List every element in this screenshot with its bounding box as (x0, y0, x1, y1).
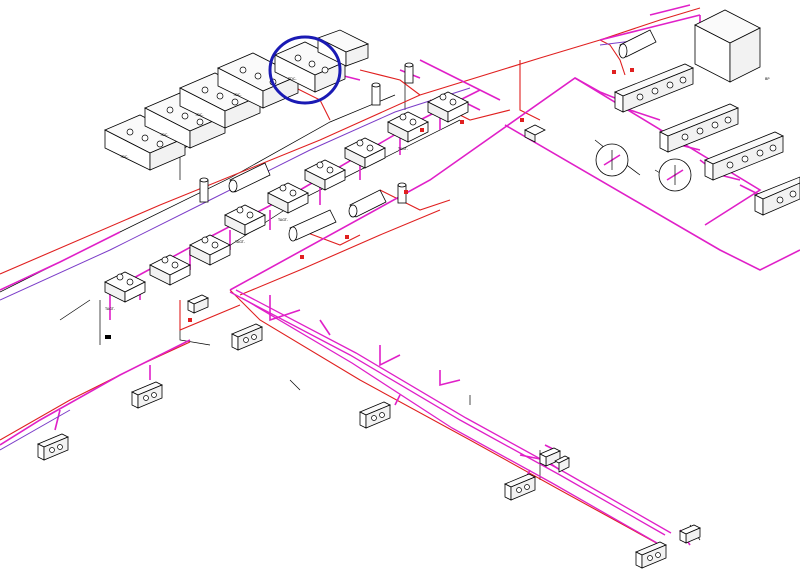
chiller-skid (149, 254, 191, 286)
horizontal-tank (348, 189, 387, 218)
valve-icon (460, 120, 464, 124)
pump-tag: TAGT- (234, 240, 246, 244)
valve-icon (520, 118, 524, 122)
cooling-tower-unit: TDC- (274, 41, 346, 93)
pump-tag: TAGT- (397, 147, 409, 151)
valve-icon (404, 190, 408, 194)
tower-tag: TDC- (159, 133, 169, 137)
horizontal-tank (618, 29, 657, 59)
chiller-skid-row: TAGT- TAGT- TAGT- (104, 91, 469, 311)
vessels (199, 29, 657, 242)
small-unit (554, 455, 570, 473)
valve-icon (420, 128, 424, 132)
cooling-tower-unit: TDC- (179, 72, 261, 129)
pump-tag: TAGT- (277, 218, 289, 222)
fan-coil-unit (635, 541, 667, 569)
tower-tag: TDC- (287, 77, 297, 81)
valve-icon (105, 335, 111, 339)
chiller-skid: TAGT- (267, 182, 309, 222)
chiller-skid (189, 234, 231, 266)
air-handler-row (614, 63, 800, 216)
fan-coil-unit (37, 433, 69, 461)
vertical-tank (404, 62, 414, 84)
air-handler-unit (754, 176, 800, 216)
pump-tag: TAGT- (104, 307, 116, 311)
air-handler-unit (614, 63, 694, 113)
chiller-skid (427, 91, 469, 123)
red-pipe-network (0, 7, 701, 546)
valve-icon (345, 235, 349, 239)
fan-coil-unit (359, 401, 391, 429)
chiller-skid (304, 159, 346, 191)
chiller-skid (344, 137, 386, 169)
vertical-tank (199, 177, 209, 203)
valve-markers (105, 68, 634, 339)
small-unit (539, 447, 561, 467)
fan-coil-units (37, 294, 701, 569)
small-box (524, 124, 546, 143)
fan-coil-unit (231, 323, 263, 351)
fan-coil-unit (131, 381, 163, 409)
horizontal-tank (288, 209, 337, 242)
tower-tag: BP (765, 77, 770, 81)
vertical-tank (371, 82, 381, 106)
cooling-tower-bank: TDC- TDC- TDC- TDC- TDC- (104, 29, 370, 171)
valve-icon (188, 318, 192, 322)
valve-icon (630, 68, 634, 72)
horizontal-tank (228, 162, 271, 193)
detail-callouts (595, 143, 692, 192)
small-unit (679, 524, 701, 544)
fan-coil-unit (504, 473, 536, 501)
cooling-tower-unit: TDC- (104, 114, 186, 171)
small-unit (187, 294, 209, 314)
air-handler-unit (704, 131, 784, 181)
chiller-skid: TAGT- (104, 271, 146, 311)
tower-tag: TDC- (194, 113, 204, 117)
valve-icon (300, 255, 304, 259)
highlight-circle (268, 35, 342, 105)
air-handler-unit (659, 103, 739, 153)
building-block: BP (694, 9, 770, 83)
chiller-skid: TAGT- (387, 111, 429, 151)
tower-tag: TDC- (232, 93, 242, 97)
valve-icon (612, 70, 616, 74)
tower-tag: TDC- (119, 155, 129, 159)
chiller-skid: TAGT- (224, 204, 266, 244)
